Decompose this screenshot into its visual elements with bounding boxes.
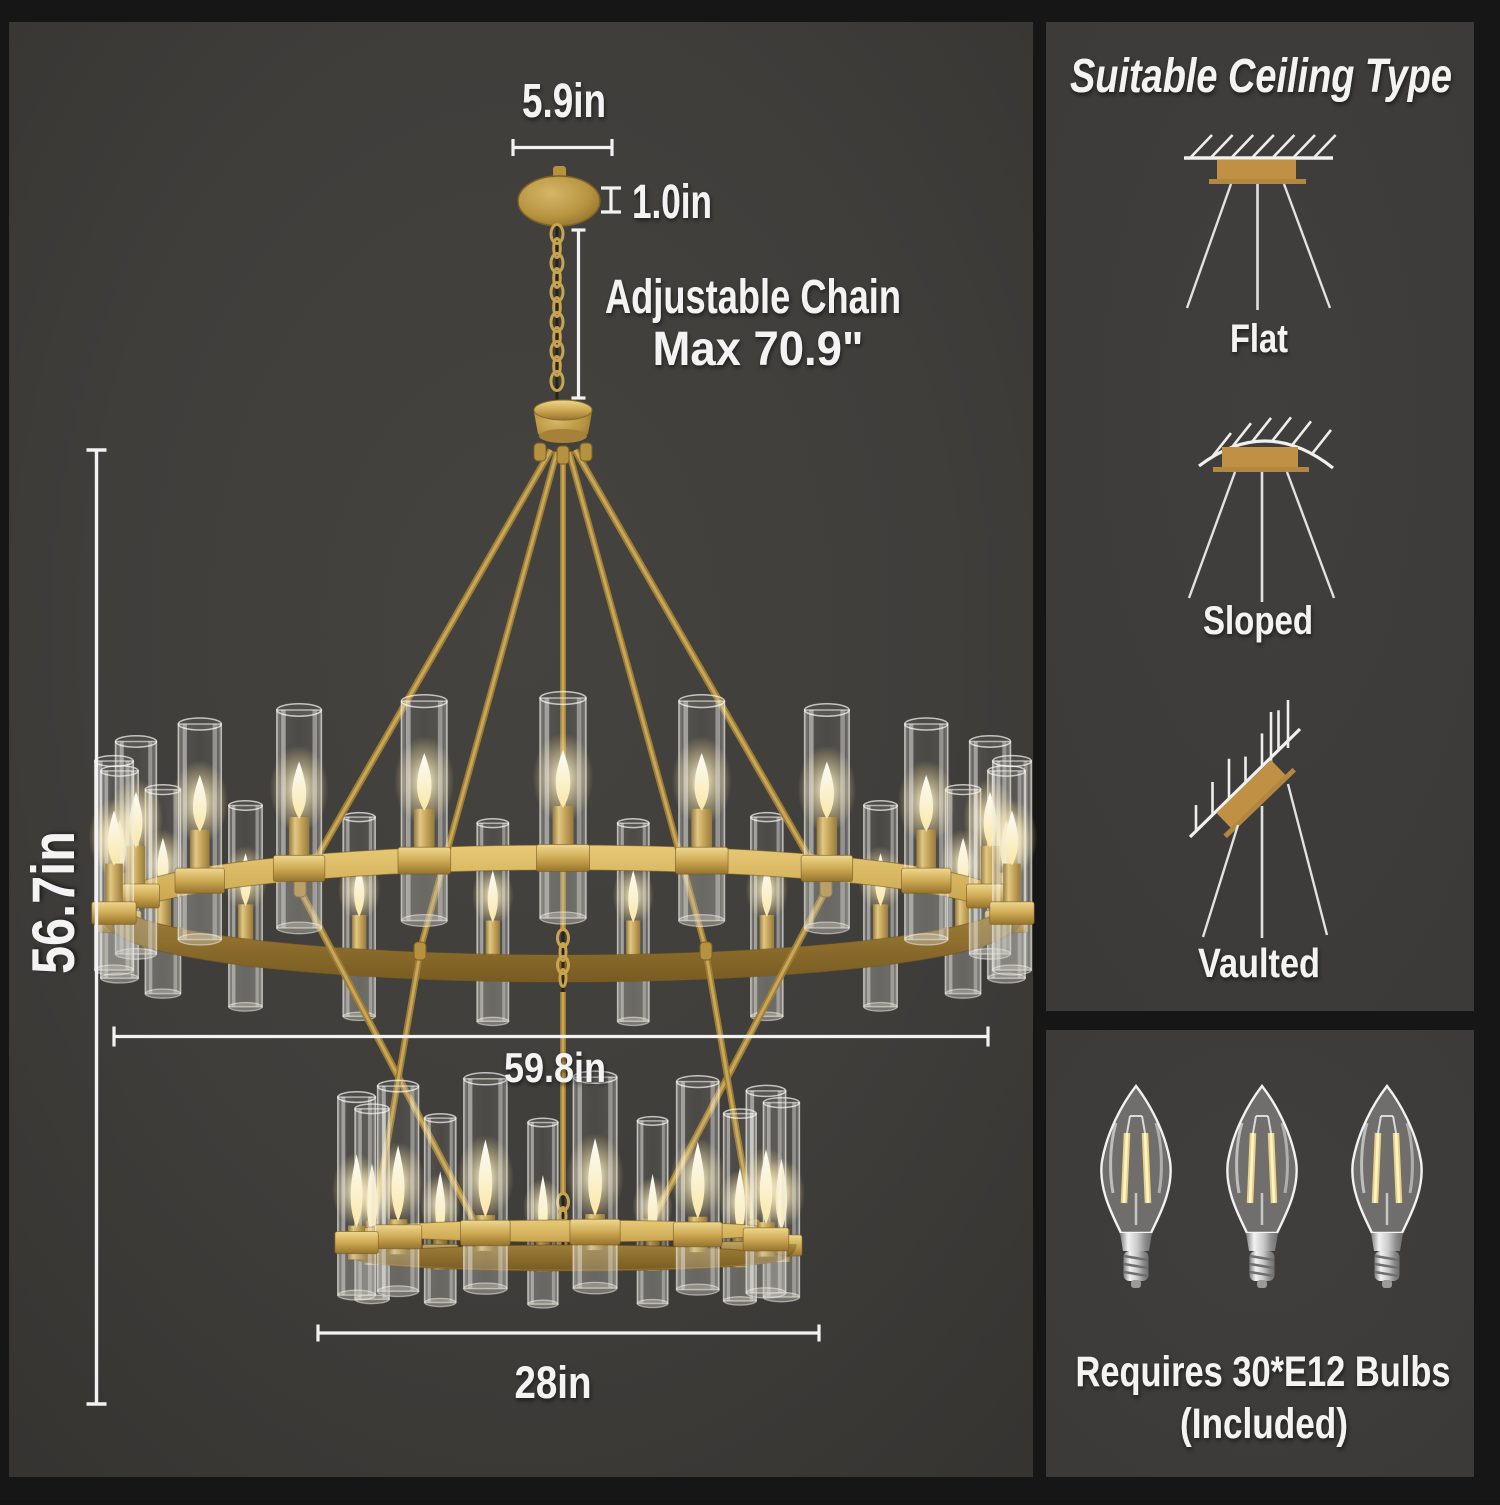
svg-text:1.0in: 1.0in [632, 176, 712, 229]
svg-text:Flat: Flat [1230, 317, 1288, 361]
svg-text:Requires 30*E12 Bulbs: Requires 30*E12 Bulbs [1076, 1348, 1451, 1396]
svg-text:59.8in: 59.8in [504, 1044, 606, 1091]
svg-text:5.9in: 5.9in [522, 75, 606, 128]
svg-text:Adjustable Chain: Adjustable Chain [605, 271, 901, 324]
svg-text:Max 70.9": Max 70.9" [653, 323, 864, 376]
svg-text:(Included): (Included) [1180, 1400, 1348, 1448]
svg-text:Vaulted: Vaulted [1198, 940, 1320, 986]
svg-text:56.7in: 56.7in [20, 831, 87, 974]
svg-text:Suitable Ceiling Type: Suitable Ceiling Type [1070, 50, 1452, 103]
svg-text:Sloped: Sloped [1203, 599, 1313, 643]
svg-text:28in: 28in [515, 1357, 592, 1408]
